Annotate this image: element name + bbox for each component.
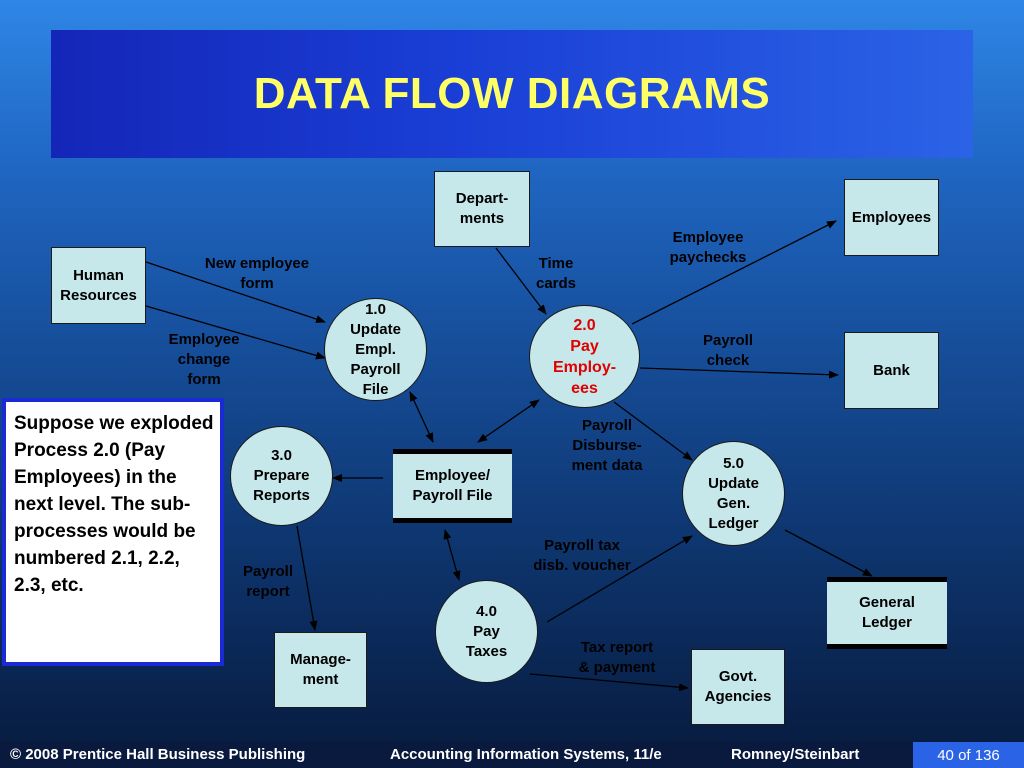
arrow-p2-to-bank	[639, 367, 839, 379]
label-payroll-tax-voucher: Payroll tax disb. voucher	[533, 537, 631, 574]
arrow-p2-to-p5	[613, 401, 693, 461]
process-4-pay-taxes: 4.0 Pay Taxes	[435, 580, 538, 683]
label-employee-paychecks: Employee paychecks	[669, 229, 747, 266]
process-5-update-gen-ledger: 5.0 Update Gen. Ledger	[682, 441, 785, 546]
arrow-p5-to-ledger	[784, 529, 873, 577]
footer-copyright: © 2008 Prentice Hall Business Publishing	[10, 746, 306, 763]
store-general-ledger: General Ledger	[827, 577, 947, 649]
title-banner: DATA FLOW DIAGRAMS	[51, 30, 973, 158]
page-number: 40 of 136	[913, 742, 1024, 768]
entity-human-resources: Human Resources	[51, 247, 146, 324]
entity-bank: Bank	[844, 332, 939, 409]
footer-book-title: Accounting Information Systems, 11/e	[390, 746, 662, 763]
label-payroll-check: Payroll check	[702, 332, 754, 369]
slide-title: DATA FLOW DIAGRAMS	[253, 69, 771, 118]
label-payroll-disbursement-data: Payroll Disburse- ment data	[571, 417, 643, 474]
process-2-pay-employees: 2.0 Pay Employ- ees	[529, 305, 640, 408]
arrow-p4-to-govt	[529, 673, 689, 692]
label-new-employee-form: New employee form	[204, 255, 310, 292]
label-time-cards: Time cards	[535, 255, 577, 292]
arrow-p4-to-p5	[546, 535, 693, 623]
process-3-prepare-reports: 3.0 Prepare Reports	[230, 426, 333, 526]
arrow-p4-file-bidir	[443, 529, 461, 581]
footer-bar: © 2008 Prentice Hall Business Publishing…	[0, 742, 1024, 768]
label-employee-change-form: Employee change form	[168, 331, 240, 388]
process-1-update-payroll-file: 1.0 Update Empl. Payroll File	[324, 298, 427, 401]
arrow-depts-to-p2	[495, 247, 547, 315]
entity-departments: Depart- ments	[434, 171, 530, 247]
arrow-p2-file-bidir	[477, 399, 540, 443]
arrow-p2-to-employees	[631, 220, 837, 325]
label-tax-report-payment: Tax report & payment	[578, 639, 656, 676]
entity-management: Manage- ment	[274, 632, 367, 708]
arrow-p1-file-bidir	[409, 391, 434, 443]
arrow-hr-to-p1-change	[145, 305, 326, 360]
entity-govt-agencies: Govt. Agencies	[691, 649, 785, 725]
footer-authors: Romney/Steinbart	[731, 746, 860, 763]
entity-employees: Employees	[844, 179, 939, 256]
label-payroll-report: Payroll report	[242, 563, 294, 600]
arrow-hr-to-p1-new	[145, 261, 326, 323]
store-employee-payroll-file: Employee/ Payroll File	[393, 449, 512, 523]
explanation-note: Suppose we exploded Process 2.0 (Pay Emp…	[2, 398, 224, 666]
arrow-p3-to-management	[296, 525, 318, 631]
